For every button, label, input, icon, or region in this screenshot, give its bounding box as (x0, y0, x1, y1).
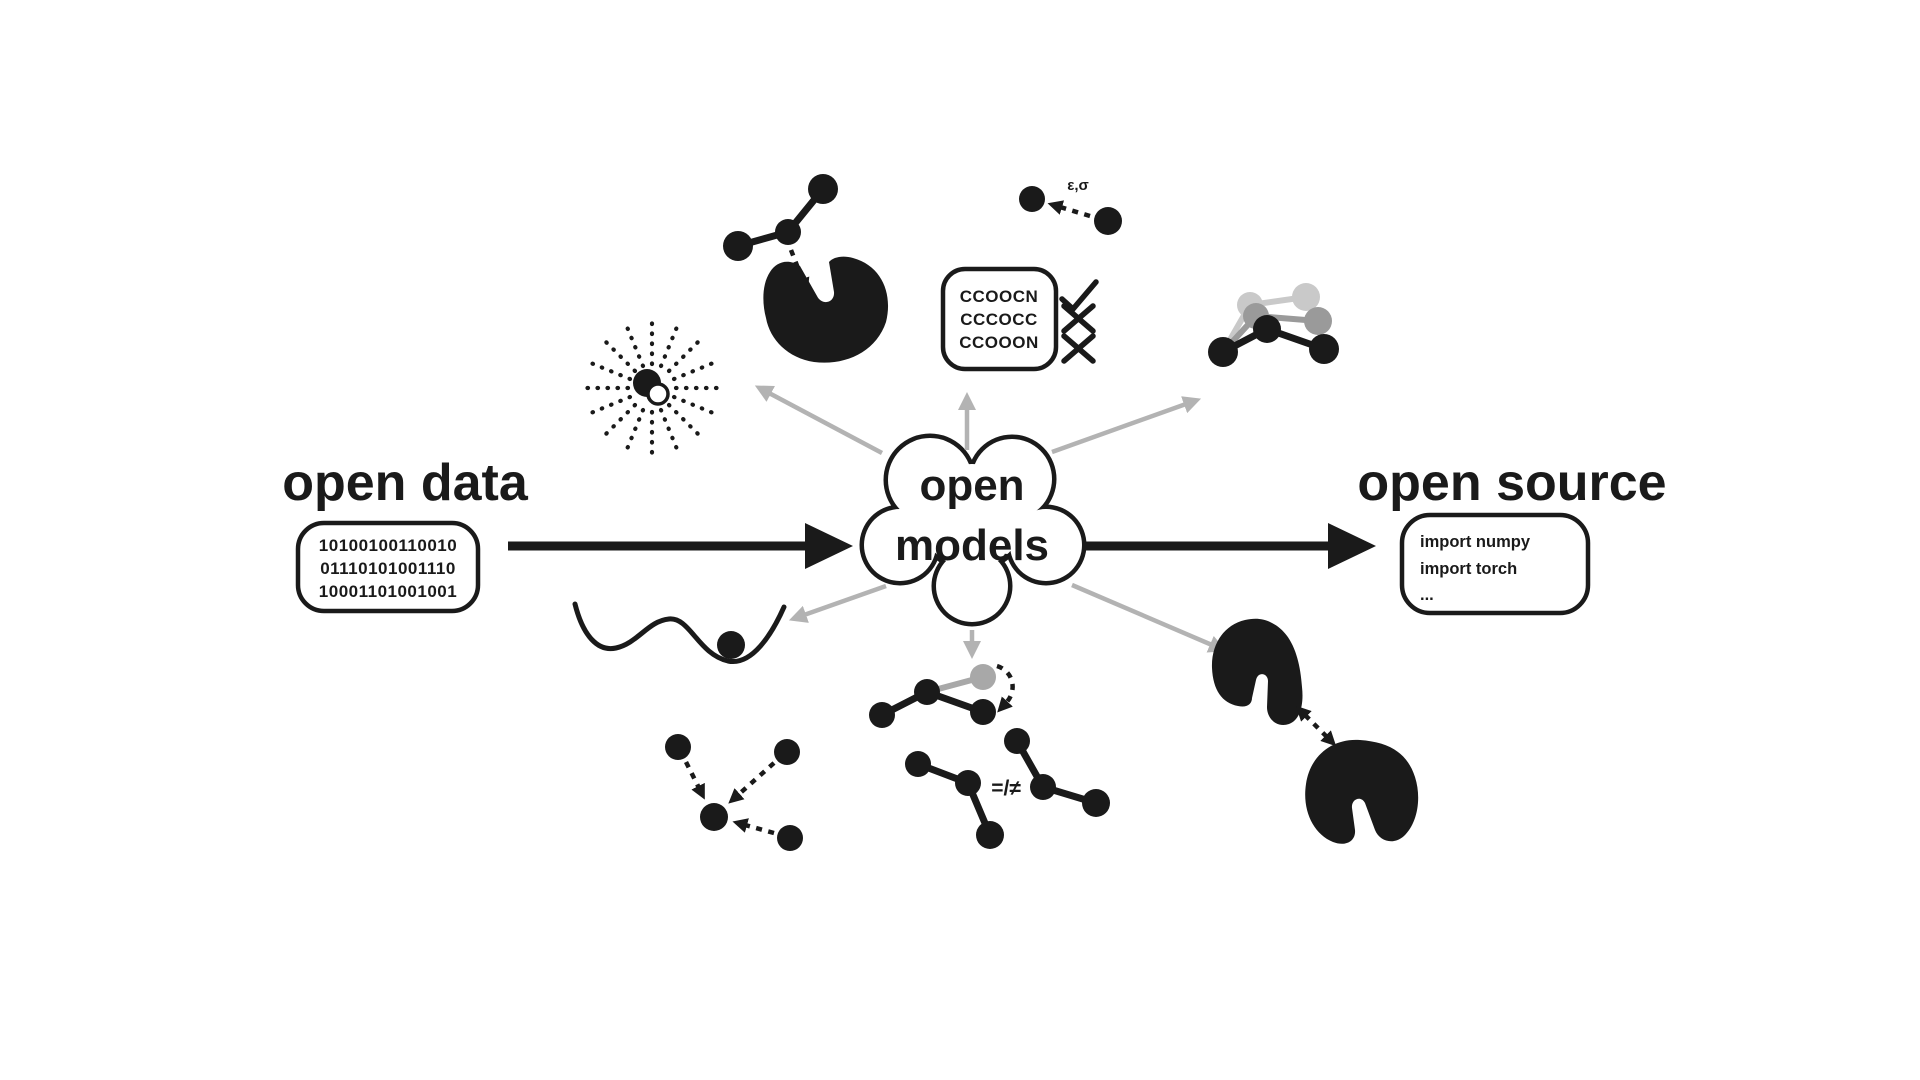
binary-line: 01110101001110 (320, 559, 456, 578)
atom-dot-hollow (646, 382, 670, 406)
protein-protein-icon (1211, 618, 1419, 844)
binary-data-box: 10100100110010 01110101001110 1000110100… (295, 520, 481, 614)
approach-arrow (732, 818, 775, 836)
cloud-outline (859, 433, 1087, 627)
radial-dotted-rays (578, 314, 726, 462)
docking-double-arrow (1295, 705, 1337, 747)
binary-line: 10001101001001 (319, 582, 457, 601)
open-models-cloud: open models (859, 433, 1087, 627)
right-molecule (1004, 728, 1110, 817)
pair-parameters-icon: ε,σ (1019, 177, 1122, 235)
protein-blob-bottom (1305, 739, 1419, 844)
point-cloud-icon (578, 314, 726, 462)
atom-dot (869, 702, 895, 728)
atom-dot (723, 231, 753, 261)
atom-dot (1004, 728, 1030, 754)
open-data-title: open data (282, 454, 529, 512)
atom-dot-gray (970, 664, 996, 690)
energy-curve (572, 601, 787, 664)
code-box-outline (1399, 512, 1591, 616)
equality-label: =/≠ (991, 777, 1021, 800)
atom-dot (1309, 334, 1339, 364)
atom-dot (808, 174, 838, 204)
atom-dot (976, 821, 1004, 849)
energy-surface-icon (572, 601, 787, 664)
minimum-ball (717, 631, 745, 659)
cross-icon (1061, 333, 1096, 364)
arrow-to-point-cloud (754, 385, 884, 455)
atom-dot (1094, 207, 1122, 235)
binary-line: 10100100110010 (319, 536, 457, 555)
arrow-to-conformers (1051, 396, 1202, 455)
cloud-label-open: open (919, 461, 1024, 510)
approach-arrow (728, 761, 776, 804)
atom-dot (1082, 789, 1110, 817)
code-line: import torch (1420, 560, 1517, 578)
cloud-output-arrows (754, 385, 1227, 659)
smiles-validity-box: CCOOCN CCCOCC CCOOON (940, 266, 1099, 372)
ligand-binding-icon (723, 174, 889, 363)
arrow-to-energy-surface (788, 583, 887, 623)
approach-arrow (683, 760, 705, 800)
cloud-label-models: models (895, 521, 1049, 570)
aggregation-icon (665, 734, 803, 851)
molecule-comparison-icon: =/≠ (905, 728, 1110, 849)
epsilon-sigma-label: ε,σ (1067, 177, 1089, 194)
atom-dot (1253, 315, 1281, 343)
atom-dot (955, 770, 981, 796)
check-icon (1059, 279, 1099, 313)
atom-dot (775, 219, 801, 245)
atom-dot (774, 739, 800, 765)
atom-dot (777, 825, 803, 851)
protein-blob-top (1211, 618, 1303, 725)
atom-dot (1019, 186, 1045, 212)
conformer-ensemble-icon (1208, 283, 1339, 367)
smiles-box-outline (940, 266, 1059, 372)
smiles-line: CCCOCC (960, 310, 1038, 329)
binary-box-outline (295, 520, 481, 614)
protein-pocket-icon (763, 256, 889, 363)
ligand-molecule (723, 174, 838, 261)
atom-dot (1030, 774, 1056, 800)
smiles-line: CCOOCN (960, 287, 1039, 306)
code-line: ... (1420, 586, 1434, 604)
open-source-title: open source (1357, 454, 1666, 512)
atom-dot (970, 699, 996, 725)
atom-dot (1292, 283, 1320, 311)
arrow-to-proteins (1071, 582, 1227, 653)
atom-dot (905, 751, 931, 777)
code-box: import numpy import torch ... (1399, 512, 1591, 616)
left-molecule (905, 751, 1004, 849)
atom-dot (1304, 307, 1332, 335)
atom-dot (700, 803, 728, 831)
interaction-arrow (1047, 200, 1091, 219)
atom-dot (665, 734, 691, 760)
atom-dot (1208, 337, 1238, 367)
code-line: import numpy (1420, 533, 1531, 551)
swap-arrow (996, 663, 1015, 713)
smiles-line: CCOOON (959, 333, 1039, 352)
cross-icon (1061, 303, 1096, 334)
mutation-icon (869, 663, 1015, 728)
atom-dot (914, 679, 940, 705)
